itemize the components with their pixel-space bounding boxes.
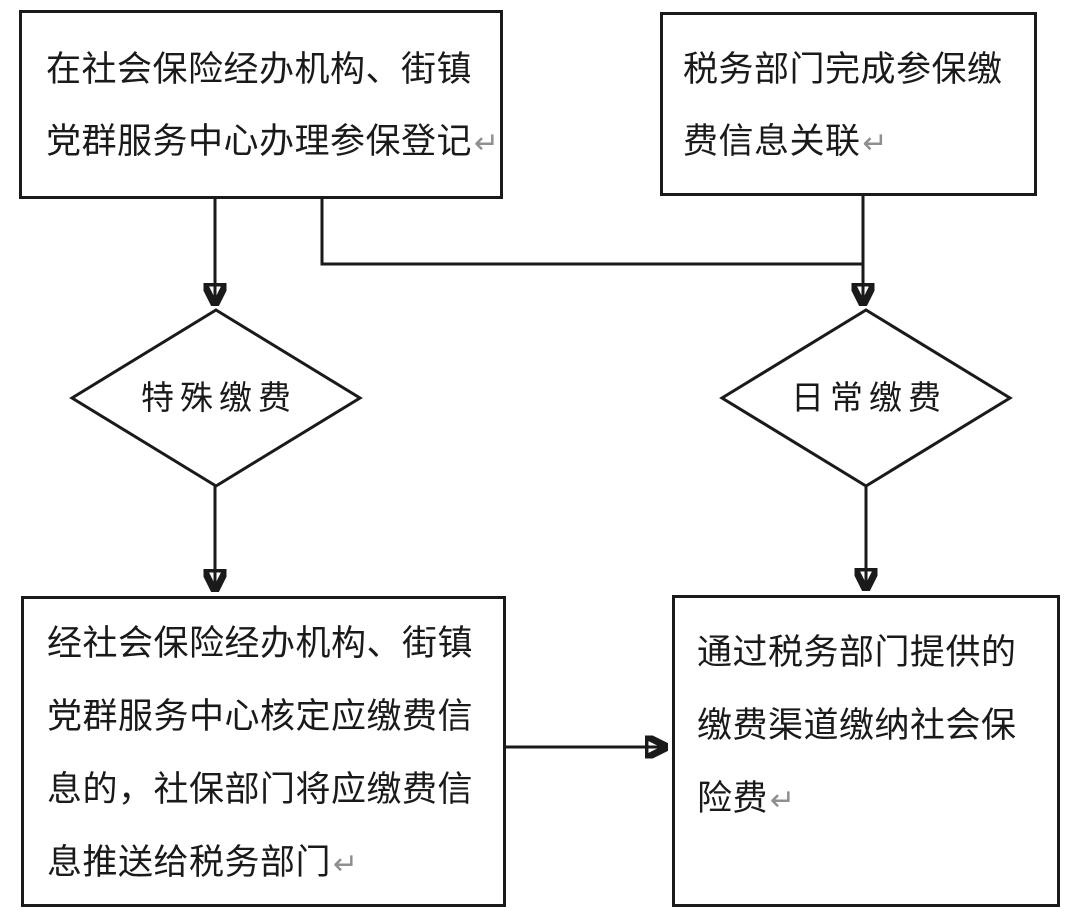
node-pay-channel-line3: 险费↵ — [697, 779, 796, 818]
diamond-daily-payment-shape — [719, 308, 1013, 488]
node-register-box: 在社会保险经办机构、街镇 党群服务中心办理参保登记↵ — [19, 10, 503, 199]
node-pay-channel-line2: 缴费渠道缴纳社会保 — [697, 706, 1017, 745]
node-register-line1: 在社会保险经办机构、街镇 — [46, 50, 473, 89]
paragraph-return-icon: ↵ — [333, 848, 359, 881]
edge-register-to-daily-elbow — [320, 199, 863, 266]
paragraph-return-icon: ↵ — [770, 784, 796, 817]
node-tax-link-line1: 税务部门完成参保缴 — [683, 50, 1003, 89]
node-tax-link-line2: 费信息关联↵ — [683, 122, 889, 161]
diamond-special-payment-shape — [69, 308, 363, 488]
paragraph-return-icon: ↵ — [474, 127, 500, 160]
node-register-line2: 党群服务中心办理参保登记↵ — [46, 122, 500, 161]
node-verify-push-box: 经社会保险经办机构、街镇 党群服务中心核定应缴费信 息的，社保部门将应缴费信 息… — [21, 596, 506, 907]
paragraph-return-icon: ↵ — [862, 127, 889, 160]
node-verify-push-line2: 党群服务中心核定应缴费信 — [47, 697, 474, 736]
node-tax-link-box: 税务部门完成参保缴 费信息关联↵ — [660, 12, 1037, 196]
node-pay-channel-line1: 通过税务部门提供的 — [697, 633, 1017, 672]
node-verify-push-line4: 息推送给税务部门↵ — [47, 843, 359, 882]
node-verify-push-line3: 息的，社保部门将应缴费信 — [47, 770, 474, 809]
diamond-special-payment-label: 特殊缴费 — [141, 379, 297, 416]
diamond-daily-payment-label: 日常缴费 — [791, 379, 947, 416]
node-pay-channel-box: 通过税务部门提供的 缴费渠道缴纳社会保 险费↵ — [672, 595, 1060, 907]
node-verify-push-line1: 经社会保险经办机构、街镇 — [47, 624, 474, 663]
